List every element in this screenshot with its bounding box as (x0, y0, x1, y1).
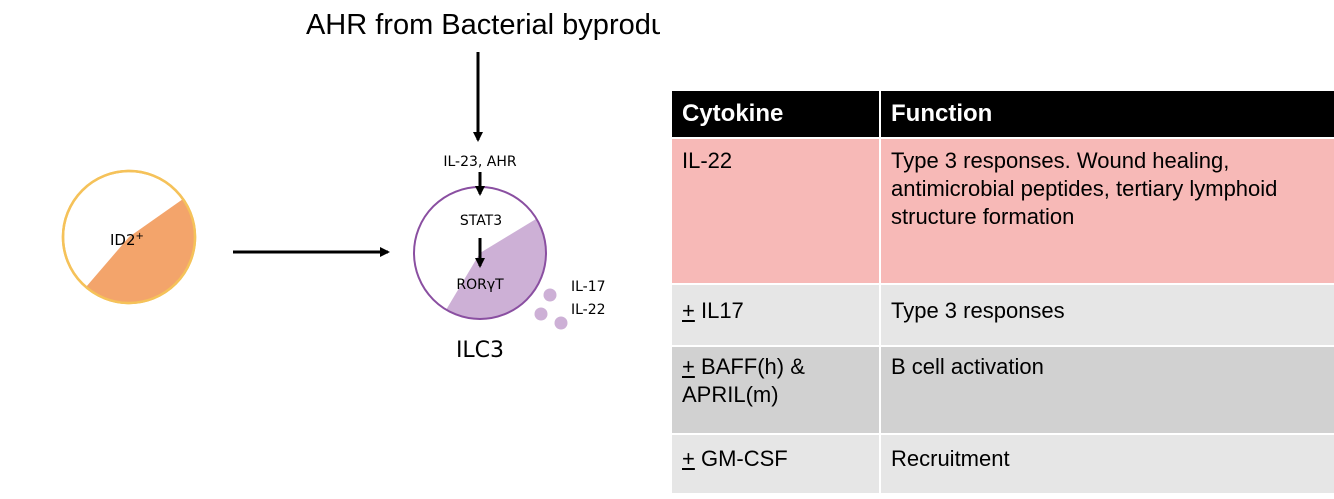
secreted-il22-label: IL-22 (571, 302, 606, 318)
cytokine-cell: + GM-CSF (672, 434, 881, 495)
stat3-label: STAT3 (460, 213, 502, 229)
source-label: AHR from Bacterial byproducts (306, 9, 660, 41)
function-cell: B cell activation (880, 346, 1334, 435)
progenitor-fill (86, 199, 195, 303)
id2-progenitor-cell: ID2+ (61, 169, 197, 305)
ilc3-differentiation-diagram: AHR from Bacterial byproducts ID2+ IL-23… (61, 9, 660, 363)
table-header-row: Cytokine Function (672, 91, 1334, 139)
cytokine-cell: IL-22 (672, 138, 881, 285)
function-cell: Type 3 responses. Wound healing, antimic… (880, 138, 1334, 285)
cytokine-dot (554, 316, 568, 330)
ilc3-label: ILC3 (456, 338, 504, 363)
cytokine-cell: + IL17 (672, 284, 881, 347)
rorgt-label: RORγT (456, 277, 504, 293)
table-row: + BAFF(h) & APRIL(m) B cell activation (672, 346, 1334, 435)
function-cell: Type 3 responses (880, 284, 1334, 347)
secreted-il17-label: IL-17 (571, 279, 606, 295)
cytokine-function-table: Cytokine Function IL-22 Type 3 responses… (672, 91, 1334, 495)
progenitor-label: ID2+ (110, 231, 144, 249)
cytokine-cell: + BAFF(h) & APRIL(m) (672, 346, 881, 435)
table-row: + GM-CSF Recruitment (672, 434, 1334, 495)
table-row: IL-22 Type 3 responses. Wound healing, a… (672, 138, 1334, 285)
table-row: + IL17 Type 3 responses (672, 284, 1334, 347)
secreted-cytokines (534, 288, 568, 330)
header-function: Function (880, 91, 1334, 139)
cytokine-dot (543, 288, 557, 302)
ilc3-inputs-label: IL-23, AHR (443, 154, 517, 170)
function-cell: Recruitment (880, 434, 1334, 495)
header-cytokine: Cytokine (672, 91, 881, 139)
ilc3-fill (446, 219, 546, 320)
cytokine-dot (534, 307, 548, 321)
